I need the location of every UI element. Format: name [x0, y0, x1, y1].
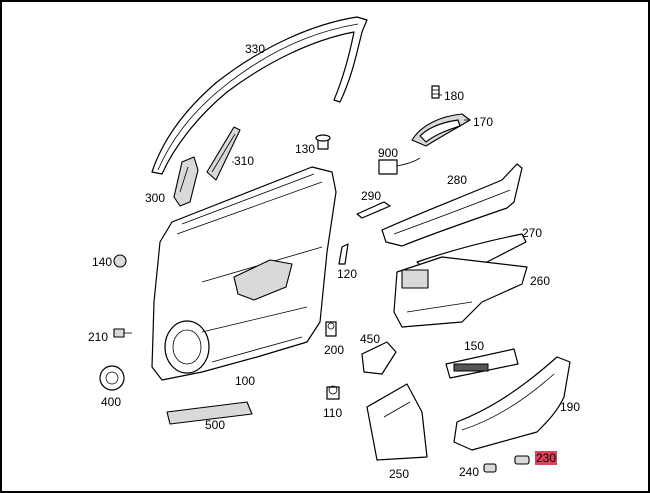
label-260: 260 — [530, 274, 551, 288]
label-310: 310 — [234, 154, 255, 168]
label-450: 450 — [360, 332, 381, 346]
part-100-door-panel[interactable] — [151, 166, 337, 381]
label-400: 400 — [101, 395, 122, 409]
label-120: 120 — [337, 267, 358, 281]
label-130: 130 — [295, 142, 316, 156]
label-100: 100 — [235, 374, 256, 388]
part-250-speaker-cover[interactable] — [366, 383, 428, 461]
label-330: 330 — [245, 42, 266, 56]
part-500-emblem[interactable] — [166, 401, 253, 425]
label-250: 250 — [389, 467, 410, 481]
part-210-screw[interactable] — [113, 328, 132, 338]
part-150-switch-panel[interactable] — [445, 348, 519, 379]
label-150: 150 — [464, 339, 485, 353]
label-190: 190 — [560, 400, 581, 414]
part-330-window-molding[interactable] — [151, 16, 368, 175]
label-500: 500 — [205, 418, 226, 432]
label-110: 110 — [323, 406, 343, 420]
part-180-screw[interactable] — [431, 85, 440, 99]
part-200-clip[interactable] — [325, 321, 337, 337]
label-230: 230 — [535, 451, 558, 465]
label-280: 280 — [447, 173, 468, 187]
label-140: 140 — [92, 255, 113, 269]
label-210: 210 — [88, 330, 109, 344]
part-170-inner-handle[interactable] — [411, 113, 471, 147]
part-240-cap[interactable] — [483, 463, 497, 473]
label-270: 270 — [522, 226, 543, 240]
part-190-storage-pocket[interactable] — [453, 356, 571, 451]
label-180: 180 — [444, 89, 465, 103]
label-290: 290 — [361, 189, 382, 203]
part-140-plug[interactable] — [113, 254, 127, 268]
label-170: 170 — [473, 115, 494, 129]
part-120-bracket[interactable] — [338, 243, 349, 265]
part-900-switch-module[interactable] — [378, 157, 421, 175]
label-200: 200 — [324, 343, 345, 357]
part-310-mirror-triangle[interactable] — [206, 126, 241, 181]
label-300: 300 — [145, 191, 166, 205]
part-280-upper-trim[interactable] — [381, 163, 523, 247]
part-300-bracket[interactable] — [173, 156, 199, 207]
part-110-clip[interactable] — [326, 385, 340, 400]
part-230-cap[interactable] — [514, 455, 530, 465]
label-240: 240 — [459, 465, 480, 479]
part-400-tool[interactable] — [99, 365, 125, 391]
part-450-bracket[interactable] — [361, 341, 397, 375]
part-260-armrest[interactable] — [393, 256, 528, 328]
label-900: 900 — [378, 146, 399, 160]
part-130-clip[interactable] — [315, 134, 331, 150]
part-290-strip[interactable] — [356, 201, 391, 219]
